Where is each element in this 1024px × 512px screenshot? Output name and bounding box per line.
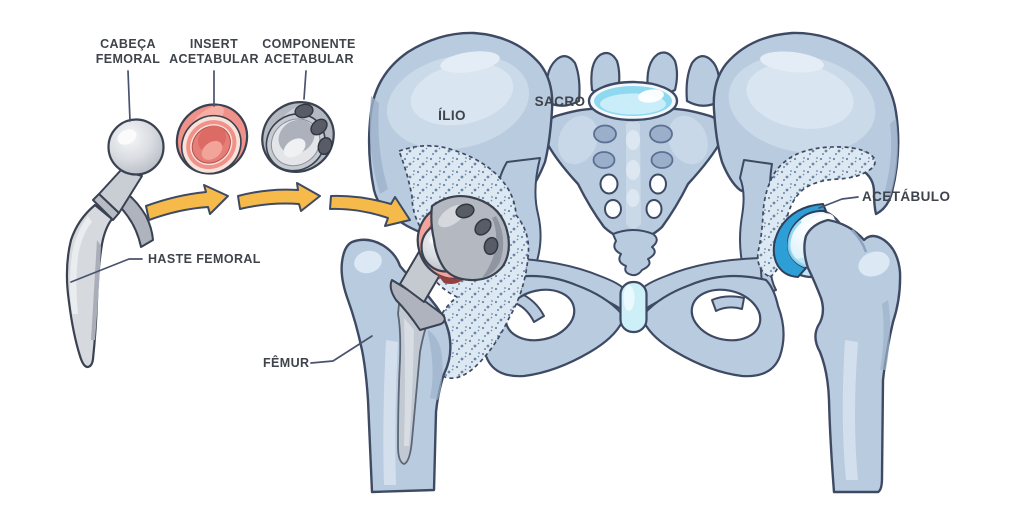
natural-hip-joint	[756, 146, 902, 494]
acetabular-cartilage	[772, 203, 827, 278]
arrow-1	[145, 184, 229, 221]
pubic-symphysis	[619, 280, 648, 334]
label-femur: FÊMUR	[263, 356, 310, 370]
label-haste-femoral: HASTE FEMORAL	[148, 252, 261, 266]
cartilage-inner-line	[787, 219, 806, 268]
leader-haste-femoral	[70, 258, 143, 283]
insert-shadow	[436, 273, 468, 284]
right-ischium	[642, 274, 785, 378]
label-componente-acetabular: COMPONENTE ACETABULAR	[262, 37, 356, 67]
femoral-head-component	[107, 118, 165, 176]
leader-cabeca-femoral	[127, 70, 131, 122]
sacral-foramina-upper	[592, 124, 674, 169]
stem-collar-fin	[389, 279, 446, 331]
leader-lines	[70, 70, 859, 364]
sacrum-shading-right	[668, 115, 708, 165]
label-cabeca-femoral: CABEÇA FEMORAL	[95, 37, 161, 67]
sacral-foramina-lower	[599, 173, 667, 219]
bone-graft-region-right	[756, 146, 876, 278]
sacral-crest-bumps	[626, 130, 640, 207]
head-highlight	[117, 129, 137, 145]
leader-componente-acetabular	[303, 70, 307, 100]
arrow-2	[237, 182, 321, 212]
acetabular-shell-component	[261, 101, 335, 173]
screw-hole	[317, 136, 333, 156]
stem-collar	[92, 193, 120, 221]
label-sacro: SACRO	[534, 94, 586, 109]
leader-acetabulo	[818, 196, 859, 209]
intervertebral-disc	[587, 80, 679, 122]
arrow-3	[329, 194, 411, 227]
implanted-hip-joint	[340, 144, 530, 494]
acetabular-insert-component	[175, 103, 249, 175]
right-femur	[803, 218, 902, 494]
acetabular-shell-implanted	[430, 194, 510, 282]
sacrum-shading-left	[558, 115, 598, 165]
assembly-arrows	[145, 182, 411, 227]
label-insert-acetabular: INSERT ACETABULAR	[169, 37, 259, 67]
femoral-stem-component	[65, 118, 165, 369]
label-ilio: ÍLIO	[438, 108, 466, 123]
screw-hole	[310, 118, 328, 136]
label-acetabulo: ACETÁBULO	[862, 189, 951, 204]
femoral-stem-implanted	[397, 293, 431, 465]
coccyx	[612, 229, 658, 277]
screw-hole	[294, 103, 314, 119]
leader-femur	[310, 335, 373, 364]
